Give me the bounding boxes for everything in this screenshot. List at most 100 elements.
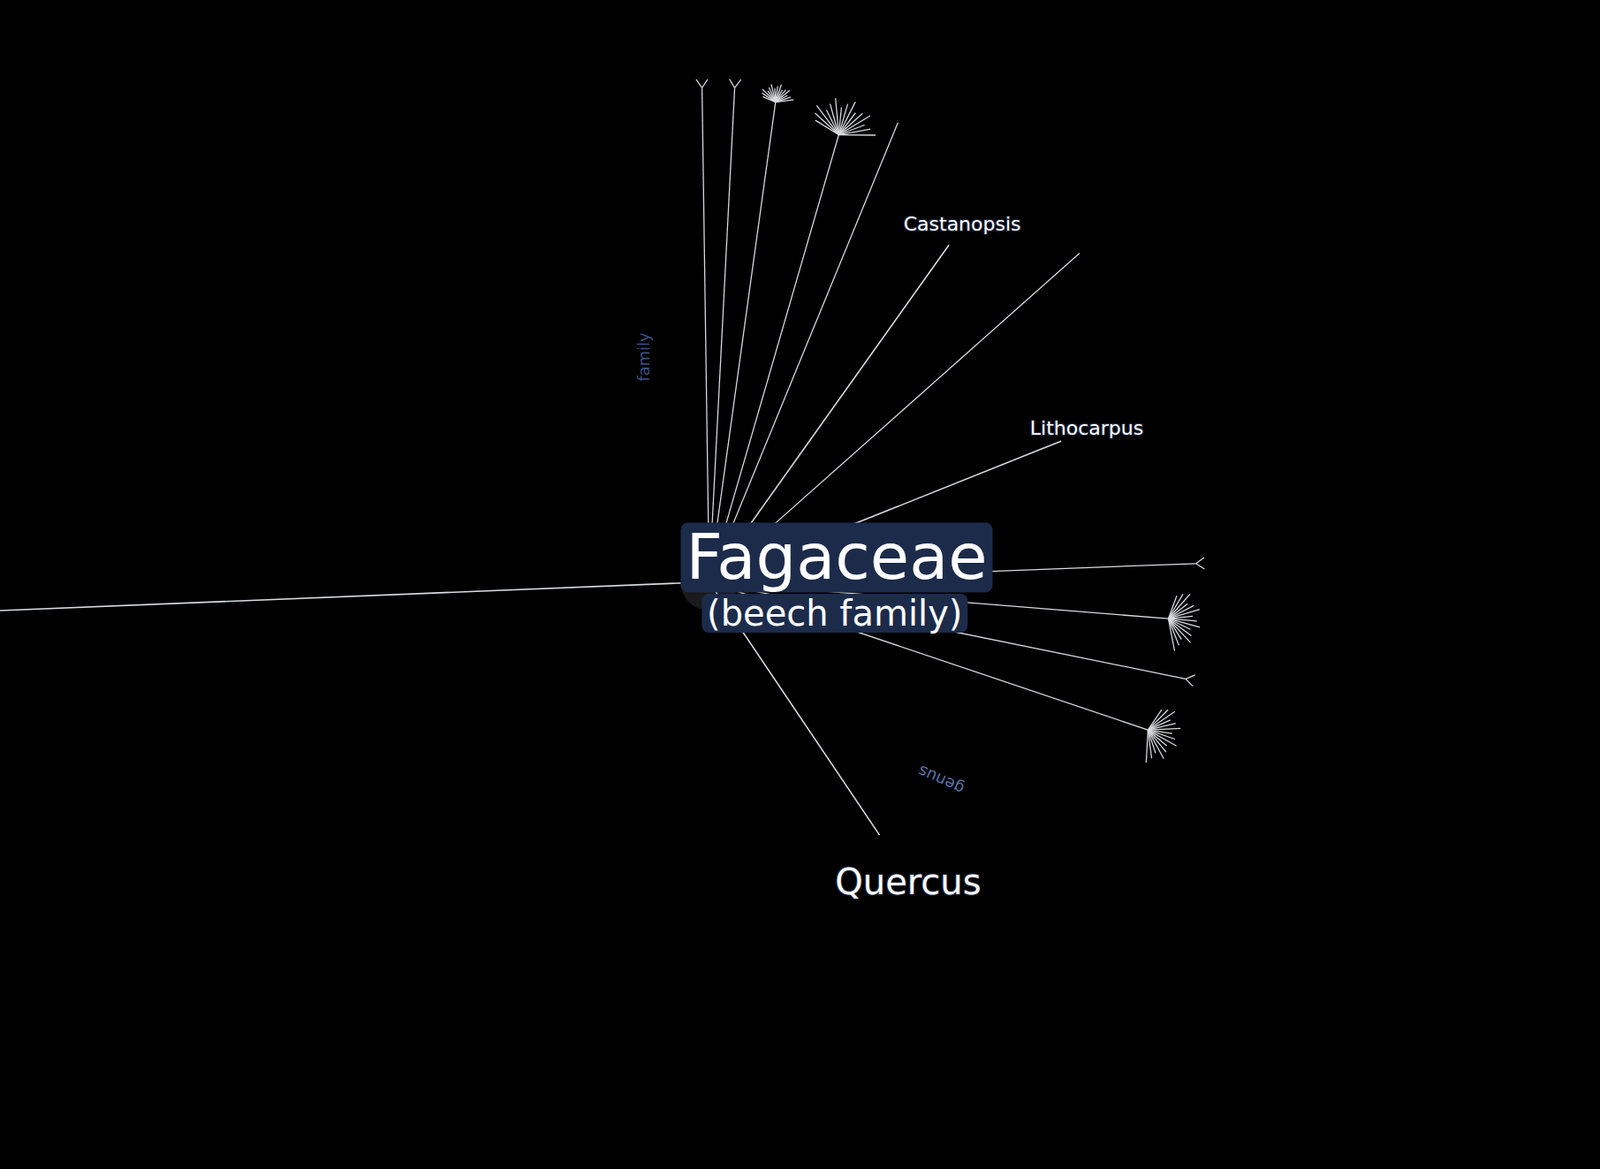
species-ray bbox=[1061, 440, 1155, 511]
species-ray bbox=[1061, 440, 1169, 487]
genus-name: Quercus bbox=[834, 861, 981, 903]
branch-line bbox=[0, 582, 710, 611]
branch-line bbox=[1167, 618, 1191, 643]
species-ray bbox=[879, 834, 944, 1007]
species-ray bbox=[1061, 440, 1129, 537]
branch-line bbox=[1185, 674, 1196, 679]
family-region: CastanopsisLithocarpusQuercus Fagaceae(be… bbox=[617, 71, 1220, 1092]
species-ray bbox=[879, 732, 1032, 835]
genus-name: Lithocarpus bbox=[1030, 417, 1144, 440]
species-ray bbox=[879, 834, 931, 1011]
species-ray bbox=[766, 834, 880, 979]
branch-line bbox=[1167, 618, 1179, 645]
species-ray bbox=[948, 244, 1024, 290]
branch-line bbox=[735, 79, 742, 88]
species-ray bbox=[1061, 440, 1178, 443]
species-ray bbox=[1061, 440, 1122, 542]
species-ray bbox=[948, 244, 1020, 296]
species-ray bbox=[1061, 440, 1172, 478]
branch-line bbox=[0, 0, 419, 537]
species-ray bbox=[1061, 440, 1176, 461]
genus-disc bbox=[1016, 320, 1183, 554]
species-ray bbox=[1061, 440, 1143, 525]
text-holder: (beech family) bbox=[701, 593, 968, 633]
anchor-dot bbox=[850, 806, 909, 865]
branch-line bbox=[1147, 729, 1152, 759]
text-holder: Castanopsis bbox=[903, 213, 1022, 236]
branch-line bbox=[1185, 678, 1193, 686]
genus-outline bbox=[858, 155, 1039, 335]
species-ray bbox=[879, 826, 1063, 835]
species-ray bbox=[879, 834, 1063, 842]
branch-line bbox=[1196, 563, 1206, 569]
branch-line bbox=[1167, 618, 1175, 651]
species-ray bbox=[948, 237, 1036, 246]
species-ray bbox=[1061, 440, 1161, 503]
species-ray bbox=[1061, 440, 1178, 452]
species-ray bbox=[1061, 440, 1175, 470]
branch-line bbox=[1167, 609, 1199, 620]
species-ray bbox=[879, 834, 994, 979]
species-ray bbox=[1061, 440, 1114, 546]
text-holder: Quercus bbox=[834, 861, 981, 903]
species-ray bbox=[1061, 440, 1165, 495]
family-name: Fagaceae bbox=[681, 522, 994, 592]
species-ray bbox=[817, 834, 880, 1008]
species-ray bbox=[879, 834, 957, 1001]
branch-line bbox=[1147, 729, 1164, 759]
species-ray bbox=[948, 244, 1030, 278]
branch-line bbox=[702, 79, 708, 89]
species-ray bbox=[879, 834, 1062, 857]
species-ray bbox=[948, 244, 1036, 258]
branch-line bbox=[1147, 727, 1181, 730]
species-ray bbox=[879, 834, 971, 995]
genus-band bbox=[722, 729, 1036, 941]
branch-line bbox=[1167, 615, 1193, 619]
family-shape bbox=[624, 77, 1199, 1085]
species-ray bbox=[948, 244, 1032, 272]
species-ray bbox=[948, 244, 1034, 265]
branch-line bbox=[709, 102, 776, 583]
branch-line bbox=[1147, 709, 1168, 730]
branch-line bbox=[816, 105, 839, 135]
species-ray bbox=[803, 834, 880, 1002]
genus-fan: Castanopsis bbox=[858, 155, 1039, 335]
species-ray bbox=[948, 244, 1027, 284]
branch-line bbox=[709, 135, 840, 583]
text-holder: Lithocarpus bbox=[1030, 417, 1144, 440]
text-holder: Fagaceae bbox=[681, 522, 994, 592]
branch-line bbox=[729, 79, 736, 89]
branch-line bbox=[838, 128, 871, 135]
branch-line bbox=[0, 0, 61, 302]
branch-line bbox=[696, 79, 703, 88]
common-name: (beech family) bbox=[701, 593, 968, 633]
species-ray bbox=[830, 834, 880, 1012]
branch-line bbox=[835, 98, 840, 135]
genus-disc bbox=[875, 155, 1039, 298]
genus-name: Castanopsis bbox=[903, 213, 1022, 236]
genus-disc bbox=[722, 729, 1069, 1024]
genus-fan: Quercus bbox=[690, 645, 1069, 1024]
species-ray bbox=[879, 834, 983, 987]
sibling-region bbox=[704, 0, 786, 21]
species-ray bbox=[879, 798, 1060, 835]
species-ray bbox=[755, 834, 880, 971]
species-ray bbox=[778, 834, 880, 988]
branch-line bbox=[838, 115, 871, 136]
species-ray bbox=[879, 812, 1062, 835]
species-ray bbox=[948, 243, 1037, 246]
branch-line bbox=[775, 99, 795, 103]
subclade-line bbox=[950, 159, 956, 208]
subclade-line bbox=[805, 911, 847, 1015]
branch-line bbox=[709, 122, 899, 583]
branch-line bbox=[771, 83, 776, 102]
genus-outline bbox=[690, 645, 1069, 1024]
clade-ground bbox=[0, 0, 1210, 1169]
branch-line bbox=[838, 125, 865, 136]
species-ray bbox=[1061, 440, 1137, 531]
rank-label: genus bbox=[915, 761, 968, 798]
subclade-line bbox=[1077, 334, 1111, 408]
species-ray bbox=[879, 758, 1047, 835]
